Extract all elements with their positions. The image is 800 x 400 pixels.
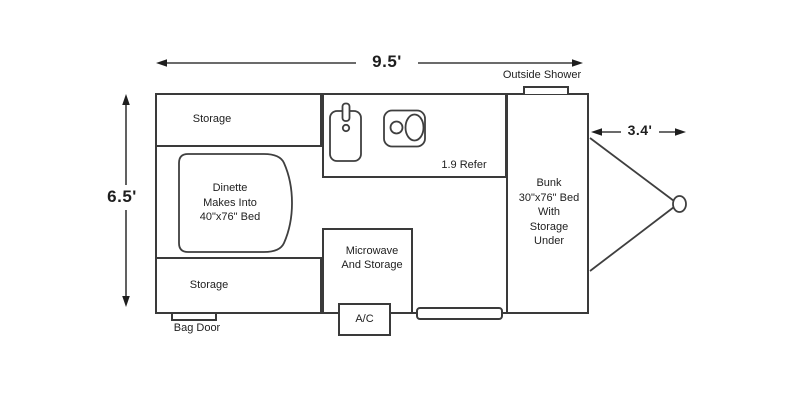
outside-shower-label: Outside Shower — [502, 69, 582, 81]
sink-icon — [329, 102, 362, 162]
dinette-label-line3: 40"x76" Bed — [199, 211, 261, 223]
bag-door-label: Bag Door — [173, 322, 221, 334]
storage-bottom-label: Storage — [189, 279, 229, 291]
storage-bottom-box — [155, 257, 322, 314]
dinette-label: Dinette Makes Into 40"x76" Bed — [168, 181, 292, 225]
length-dimension-label: 9.5' — [372, 52, 402, 71]
dinette-outline — [178, 153, 293, 253]
hitch-triangle — [589, 137, 687, 272]
length-dimension-arrow — [156, 59, 583, 67]
hitch-coupler-icon — [672, 195, 687, 213]
dinette-label-line1: Dinette — [212, 182, 248, 194]
ac-unit-box — [338, 303, 391, 336]
bunk-label: Bunk 30"x76" Bed With Storage Under — [507, 176, 591, 249]
bunk-label-line1: Bunk — [536, 177, 562, 189]
stove-icon — [383, 109, 426, 148]
bunk-box — [506, 93, 589, 314]
ac-label: A/C — [355, 313, 374, 325]
entry-step — [416, 307, 503, 320]
microwave-label: Microwave And Storage — [320, 245, 424, 272]
microwave-label-line1: Microwave — [345, 245, 399, 257]
width-dimension-arrow — [122, 94, 130, 307]
bunk-label-line3: With — [538, 206, 560, 218]
outside-shower-port — [523, 86, 569, 94]
bag-door-hatch — [171, 312, 217, 321]
microwave-label-line2: And Storage — [341, 258, 403, 271]
storage-top-box — [155, 93, 322, 147]
bunk-label-line4: Storage — [529, 220, 569, 233]
width-dimension-label: 6.5' — [107, 187, 137, 206]
bunk-label-line5: Under — [534, 235, 564, 247]
bunk-label-line2: 30"x76" Bed — [518, 191, 580, 204]
refrigerator-label: 1.9 Refer — [441, 159, 487, 171]
dinette-label-line2: Makes Into — [203, 196, 257, 209]
tongue-dimension-label: 3.4' — [627, 122, 653, 138]
storage-top-label: Storage — [192, 113, 232, 125]
tongue-dimension-arrow — [591, 128, 686, 136]
